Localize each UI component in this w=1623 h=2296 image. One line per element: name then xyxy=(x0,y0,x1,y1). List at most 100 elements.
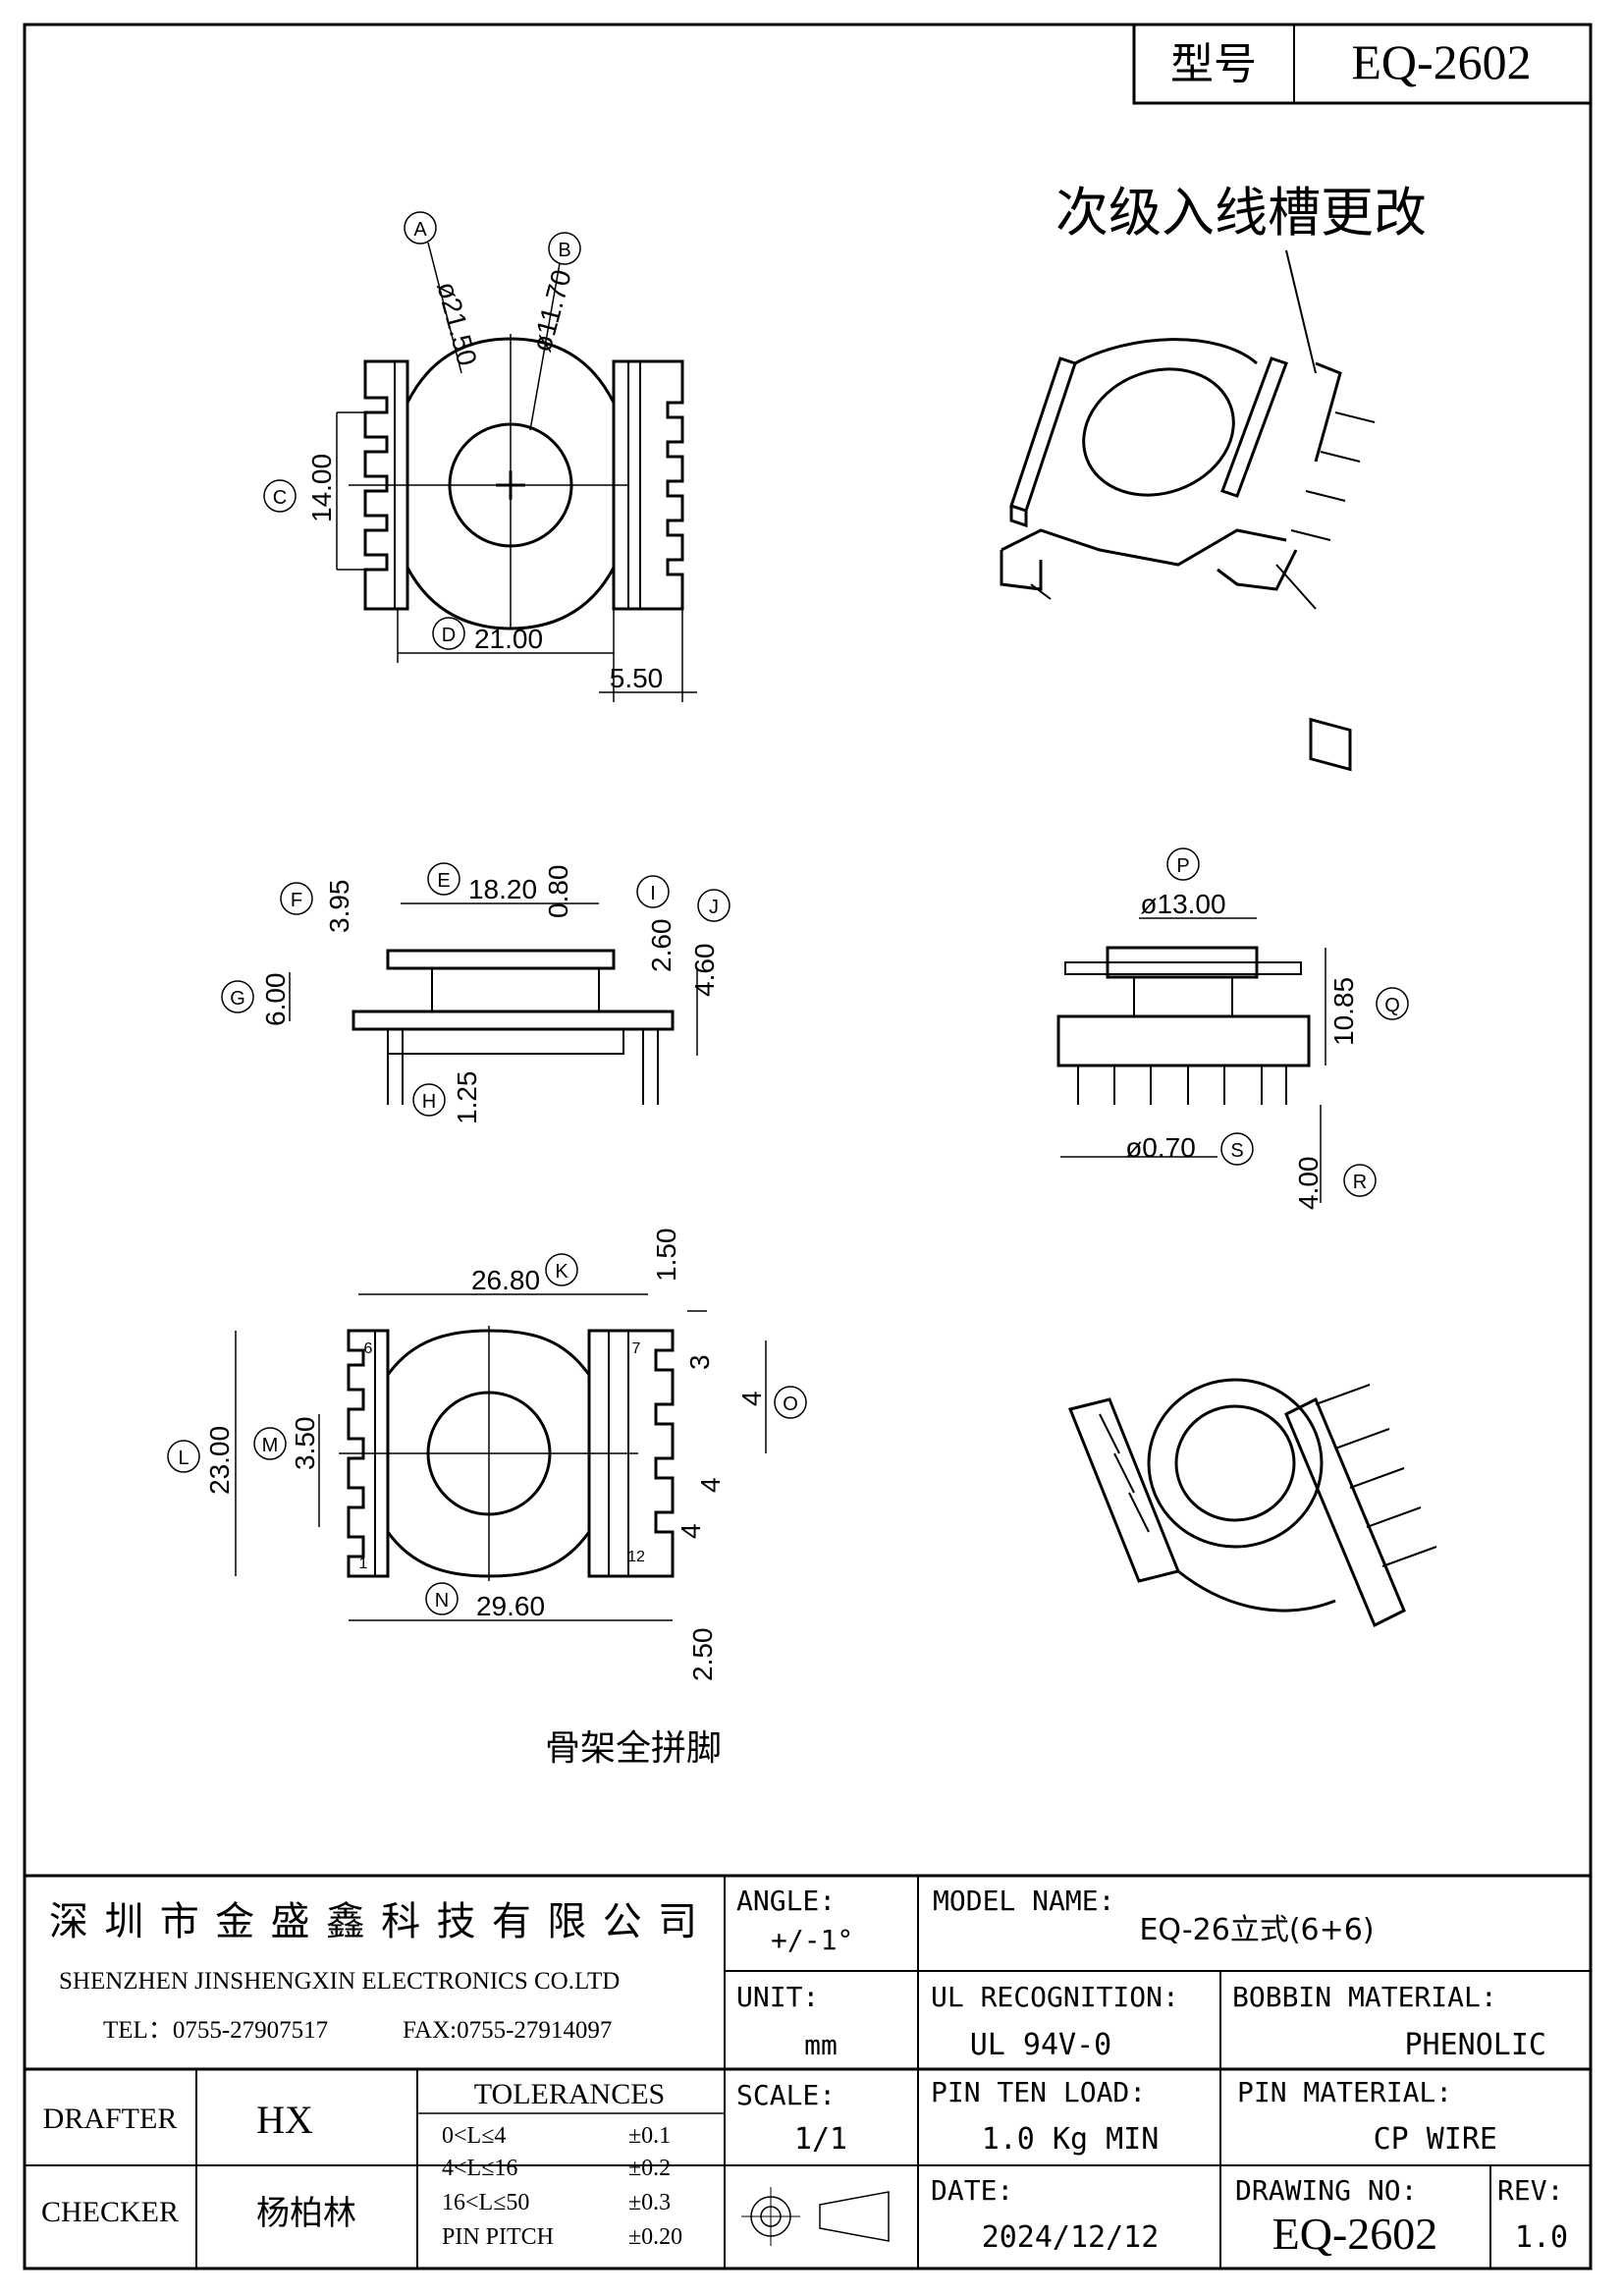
date-value: 2024/12/12 xyxy=(982,2220,1160,2255)
checker-label: CHECKER xyxy=(41,2196,179,2228)
dim-E-label: E xyxy=(437,870,450,892)
tol-range-4: PIN PITCH xyxy=(442,2224,554,2250)
pin-material-value: CP WIRE xyxy=(1374,2122,1497,2157)
dim-pitch-3-value: 3 xyxy=(684,1354,715,1370)
company-name-cn: 深圳市金盛鑫科技有限公司 xyxy=(49,1899,697,1944)
pin-number-1: 1 xyxy=(359,1556,368,1572)
rev-value: 1.0 xyxy=(1515,2220,1568,2255)
dim-O-label: O xyxy=(783,1394,798,1415)
pin-load-value: 1.0 Kg MIN xyxy=(982,2122,1160,2157)
bobbin-material-value: PHENOLIC xyxy=(1405,2028,1547,2062)
bottom-view-centerlines xyxy=(339,1326,638,1581)
company-name-en: SHENZHEN JINSHENGXIN ELECTRONICS CO.LTD xyxy=(59,1968,620,1995)
dim-L-value: 23.00 xyxy=(204,1426,235,1495)
tol-value-4: ±0.20 xyxy=(628,2224,682,2250)
front-view xyxy=(1056,946,1311,1105)
note-leader xyxy=(1285,249,1317,374)
dim-S-label: S xyxy=(1230,1140,1243,1162)
dim-Q-value: 10.85 xyxy=(1328,977,1359,1046)
dim-C-value: 14.00 xyxy=(306,454,337,522)
dim-L-label: L xyxy=(178,1448,189,1469)
top-view-dims xyxy=(263,211,697,702)
dim-I-value: 2.60 xyxy=(646,919,676,973)
company-tel: TEL：0755-27907517 xyxy=(103,2017,328,2044)
note-full-pins: 骨架全拼脚 xyxy=(545,1728,722,1769)
dim-O-value: 4 xyxy=(736,1391,767,1406)
front-view-dims xyxy=(1060,847,1409,1203)
dim-H-value: 1.25 xyxy=(452,1071,482,1125)
dim-B-value: ø11.70 xyxy=(526,266,577,355)
isometric-bottom-view xyxy=(1067,1378,1437,1628)
pin-material-label: PIN MATERIAL: xyxy=(1237,2076,1452,2108)
dim-A-label: A xyxy=(413,219,427,241)
dim-F-label: F xyxy=(291,890,302,911)
dim-N-label: N xyxy=(435,1590,449,1612)
scale-label: SCALE: xyxy=(736,2079,836,2111)
dim-5p50-value: 5.50 xyxy=(610,663,664,693)
pin-load-label: PIN TEN LOAD: xyxy=(931,2076,1146,2108)
tol-value-3: ±0.3 xyxy=(628,2190,671,2215)
dim-A-value: ø21.50 xyxy=(431,279,483,369)
ul-recognition-value: UL 94V-0 xyxy=(970,2028,1112,2062)
pin-number-12: 12 xyxy=(627,1549,645,1565)
bottom-view-dims xyxy=(167,1253,807,1621)
dim-I-label: I xyxy=(650,883,656,904)
tol-value-2: ±0.2 xyxy=(628,2156,671,2181)
rev-label: REV: xyxy=(1497,2174,1563,2207)
angle-label: ANGLE: xyxy=(736,1885,836,1917)
dim-E-value: 18.20 xyxy=(468,874,537,904)
dim-M-label: M xyxy=(262,1435,279,1456)
model-name-value: EQ-26立式(6+6) xyxy=(1139,1913,1374,1947)
drafter-value: HX xyxy=(256,2098,313,2142)
top-view-centerlines xyxy=(349,334,628,629)
bobbin-material-label: BOBBIN MATERIAL: xyxy=(1232,1981,1497,2013)
dim-F-value: 3.95 xyxy=(324,880,354,934)
dim-R-value: 4.00 xyxy=(1293,1157,1324,1211)
pin-number-6: 6 xyxy=(364,1340,373,1357)
ul-recognition-label: UL RECOGNITION: xyxy=(931,1981,1179,2013)
dim-P-label: P xyxy=(1176,855,1189,877)
dim-K-label: K xyxy=(555,1261,568,1283)
scale-value: 1/1 xyxy=(794,2122,847,2157)
checker-value: 杨柏林 xyxy=(256,2194,356,2233)
dim-D-value: 21.00 xyxy=(474,624,543,654)
title-block-grid xyxy=(25,1874,1591,2269)
dim-Q-label: Q xyxy=(1384,995,1400,1016)
tol-range-2: 4<L≤16 xyxy=(442,2156,517,2181)
drawing-no-label: DRAWING NO: xyxy=(1235,2174,1417,2207)
unit-label: UNIT: xyxy=(736,1981,819,2013)
dim-top-1p50-value: 1.50 xyxy=(651,1229,681,1283)
tol-range-3: 16<L≤50 xyxy=(442,2190,529,2215)
angle-value: +/-1° xyxy=(771,1924,853,1956)
tolerances-label: TOLERANCES xyxy=(474,2078,665,2110)
dim-0p80-value: 0.80 xyxy=(543,865,573,919)
dim-J-value: 4.60 xyxy=(689,944,720,998)
side-view xyxy=(352,949,675,1105)
dim-M-value: 3.50 xyxy=(290,1417,320,1471)
dim-pitch-4a-value: 4 xyxy=(695,1477,726,1493)
dim-G-label: G xyxy=(230,988,245,1010)
pin-number-7: 7 xyxy=(632,1340,641,1357)
dim-R-label: R xyxy=(1353,1172,1367,1193)
tol-value-1: ±0.1 xyxy=(628,2123,671,2149)
dim-G-value: 6.00 xyxy=(260,973,291,1027)
side-view-dims xyxy=(221,862,730,1117)
dim-bottom-2p50-value: 2.50 xyxy=(687,1628,718,1682)
drafter-label: DRAFTER xyxy=(43,2103,178,2135)
dim-D-label: D xyxy=(442,625,456,646)
unit-value: mm xyxy=(804,2029,838,2061)
dim-S-value: ø0.70 xyxy=(1125,1132,1196,1163)
drawing-no-value: EQ-2602 xyxy=(1272,2209,1438,2259)
dim-P-value: ø13.00 xyxy=(1140,889,1225,919)
date-label: DATE: xyxy=(931,2174,1013,2207)
dim-J-label: J xyxy=(709,897,719,918)
dim-K-value: 26.80 xyxy=(471,1265,540,1295)
title-box-label: 型号 xyxy=(1170,39,1257,89)
title-box-model: EQ-2602 xyxy=(1351,34,1531,89)
company-fax: FAX:0755-27914097 xyxy=(403,2017,612,2044)
tol-range-1: 0<L≤4 xyxy=(442,2123,506,2149)
model-name-label: MODEL NAME: xyxy=(933,1885,1114,1917)
dim-N-value: 29.60 xyxy=(476,1591,545,1621)
note-secondary-slot: 次级入线槽更改 xyxy=(1055,182,1427,244)
